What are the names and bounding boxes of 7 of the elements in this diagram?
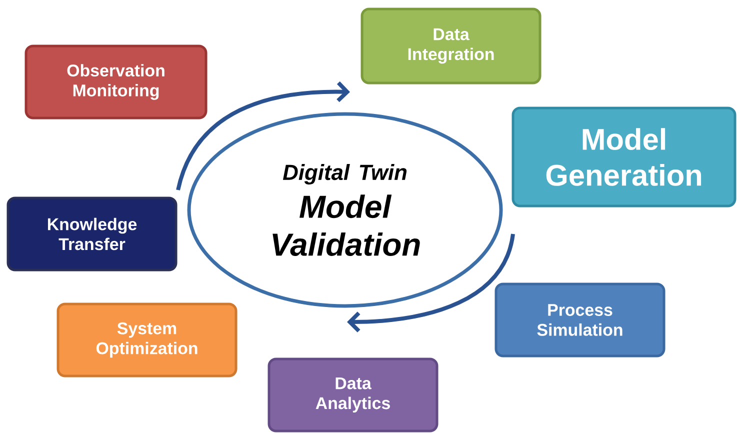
process-box: Observation Monitoring <box>24 44 208 120</box>
process-box: Model Generation <box>512 106 736 208</box>
process-box: Data Analytics <box>268 358 438 432</box>
process-box: Process Simulation <box>494 282 666 358</box>
process-box: System Optimization <box>56 302 238 378</box>
process-box: Data Integration <box>360 8 542 84</box>
process-box: Knowledge Transfer <box>6 196 178 272</box>
